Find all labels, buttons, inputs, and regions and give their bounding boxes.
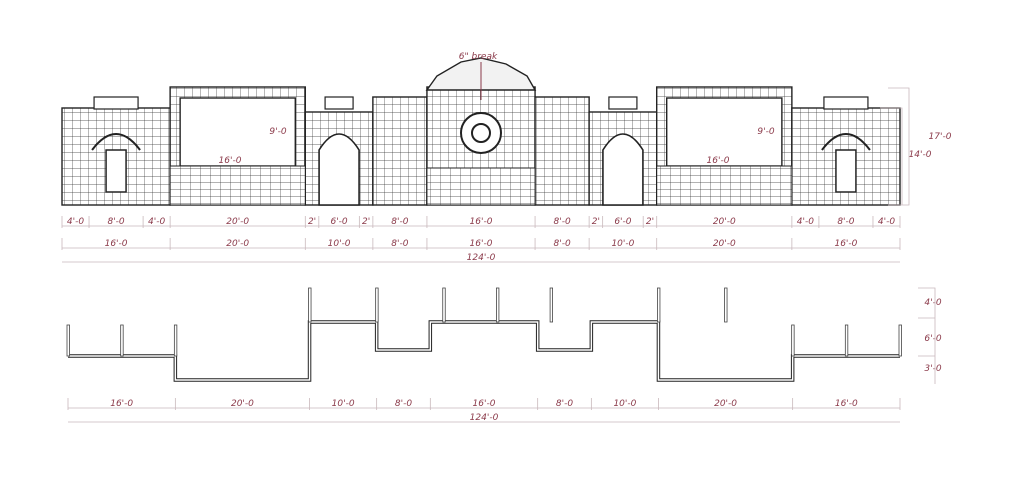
elev-dim-row2-label: 16'-0 — [105, 239, 128, 249]
panel-width-label-right: 16'-0 — [707, 156, 730, 166]
light-post — [657, 287, 661, 323]
elev-dim-row1-label: 2' — [362, 217, 370, 227]
light-post — [173, 324, 178, 357]
light-post — [791, 324, 795, 357]
plan-dim-label: 16'-0 — [110, 399, 133, 409]
elev-dim-row1-label: 8'-0 — [837, 217, 854, 227]
plan-view — [66, 287, 902, 382]
plan-dim-label: 20'-0 — [231, 399, 254, 409]
elev-dim-row2-label: 16'-0 — [834, 239, 857, 249]
plan-dim-label: 20'-0 — [714, 399, 737, 409]
plan-dim-label: 8'-0 — [556, 399, 573, 409]
center-base — [426, 167, 536, 206]
light-post — [308, 287, 312, 323]
archway-opening — [318, 133, 360, 206]
light-post — [375, 287, 379, 323]
elev-dim-row1-label: 8'-0 — [391, 217, 408, 227]
light-post — [549, 287, 553, 323]
elev-dim-row1-label: 2' — [592, 217, 600, 227]
tower-door — [105, 149, 127, 193]
light-post — [442, 287, 446, 323]
elev-dim-row1-label: 4'-0 — [148, 217, 165, 227]
offset-4ft: 4'-0 — [924, 298, 941, 308]
elevation-dimensions: 4'-0 8'-0 4'-0 20'-0 2' 6'-0 2' 8'-0 16'-0 8'-0 2'… — [61, 216, 901, 263]
panel-height-label-left: 9'-0 — [269, 127, 286, 137]
light-post — [496, 287, 500, 323]
elev-dim-row2-label: 8'-0 — [391, 239, 408, 249]
plan-dim-label: 16'-0 — [473, 399, 496, 409]
offset-6ft: 6'-0 — [924, 334, 941, 344]
elev-dim-row2-label: 20'-0 — [713, 239, 736, 249]
arch-cap — [324, 96, 354, 110]
tower-door — [835, 149, 857, 193]
elev-dim-row1-label: 6'-0 — [614, 217, 631, 227]
elev-dim-row1-label: 8'-0 — [554, 217, 571, 227]
tower-arch — [91, 133, 141, 151]
offset-3ft: 3'-0 — [924, 364, 941, 374]
tower-cap — [823, 96, 869, 110]
elev-dim-row2-label: 20'-0 — [226, 239, 249, 249]
elev-dim-row2-label: 16'-0 — [470, 239, 493, 249]
panel-base — [169, 165, 306, 206]
elev-dim-row1-label: 6'-0 — [330, 217, 347, 227]
tower-cap — [93, 96, 139, 110]
panel-base — [656, 165, 793, 206]
tower-arch — [821, 133, 871, 151]
elev-dim-row1-label: 16'-0 — [470, 217, 493, 227]
plan-overall-label: 124'-0 — [470, 413, 499, 423]
elev-overall-label: 124'-0 — [467, 253, 496, 263]
elev-dim-row1-label: 4'-0 — [878, 217, 895, 227]
medallion — [460, 112, 502, 154]
elev-dim-row1-label: 4'-0 — [67, 217, 84, 227]
elev-dim-row2-label: 10'-0 — [328, 239, 351, 249]
panel-width-label-left: 16'-0 — [219, 156, 242, 166]
height-17ft: 17'-0 — [929, 132, 952, 142]
light-post — [66, 324, 70, 357]
elev-dim-row1-label: 20'-0 — [226, 217, 249, 227]
arch-cap — [608, 96, 638, 110]
plan-dim-label: 10'-0 — [332, 399, 355, 409]
plan-dim-label: 8'-0 — [395, 399, 412, 409]
elev-dim-row1-label: 2' — [308, 217, 316, 227]
display-panel — [666, 97, 783, 167]
height-14ft: 14'-0 — [909, 150, 932, 160]
elev-dim-row1-label: 20'-0 — [713, 217, 736, 227]
plan-dimensions: 16'-0 20'-0 10'-0 8'-0 16'-0 8'-0 10'-0 20'-0 16… — [67, 398, 901, 423]
light-post — [120, 324, 124, 357]
plan-wall — [68, 320, 900, 382]
wall-section — [534, 96, 590, 206]
wall-section — [372, 96, 428, 206]
elev-dim-row2-label: 10'-0 — [611, 239, 634, 249]
break-callout: 6" break — [459, 52, 498, 62]
plan-wall-inner — [68, 321, 900, 381]
light-post — [898, 324, 902, 357]
elev-dim-row1-label: 4'-0 — [797, 217, 814, 227]
front-elevation — [61, 57, 901, 206]
plan-dim-label: 10'-0 — [613, 399, 636, 409]
elev-dim-row1-label: 8'-0 — [107, 217, 124, 227]
plan-dim-label: 16'-0 — [835, 399, 858, 409]
display-panel — [179, 97, 296, 167]
elev-dim-row1-label: 2' — [646, 217, 654, 227]
elev-dim-row2-label: 8'-0 — [554, 239, 571, 249]
medallion-inner — [471, 123, 491, 143]
panel-height-label-right: 9'-0 — [757, 127, 774, 137]
light-post — [844, 324, 849, 357]
archway-opening — [602, 133, 644, 206]
light-post — [724, 287, 728, 323]
